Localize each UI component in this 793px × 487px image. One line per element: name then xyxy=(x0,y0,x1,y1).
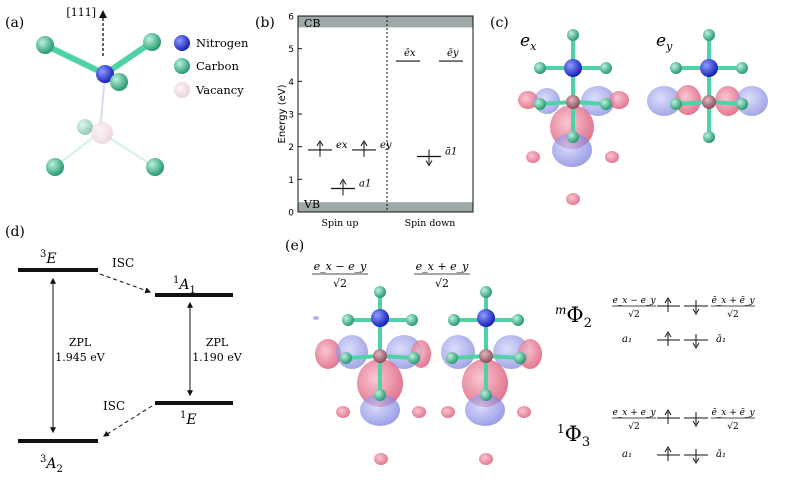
energy-level: ex xyxy=(308,140,348,157)
zpl-right-label: ZPL xyxy=(206,336,229,349)
y-tick-label: 3 xyxy=(288,111,294,121)
energy-level-label: ex xyxy=(336,140,348,151)
legend-nitrogen-swatch xyxy=(174,35,190,51)
panel-d-transitions: 3E 1A1 1E 3A2 ZPL 1.945 eV ZPL 1.190 eV … xyxy=(18,249,243,475)
orbital-label-ex: ex xyxy=(520,31,537,53)
zpl-right-value: 1.190 eV xyxy=(192,351,242,364)
panel-a-legend: Nitrogen Carbon Vacancy xyxy=(174,35,249,98)
legend-carbon-label: Carbon xyxy=(196,59,239,73)
direction-label: [111] xyxy=(66,6,96,19)
column-label-spin-up: Spin up xyxy=(322,218,359,229)
panel-a-molecule: [111] xyxy=(36,6,164,176)
isc-top-label: ISC xyxy=(112,256,134,270)
phi3-a1-right: ā₁ xyxy=(716,449,726,460)
config-phi3: 1Φ3 e_x + e_y √2 ē_x + ē_y √2 a₁ ā₁ xyxy=(557,408,755,464)
conduction-band xyxy=(298,16,473,28)
legend-nitrogen-label: Nitrogen xyxy=(196,36,249,50)
bond xyxy=(43,42,107,77)
energy-level: ēy xyxy=(439,48,463,62)
y-axis-label: Energy (eV) xyxy=(277,84,288,143)
y-tick-label: 6 xyxy=(288,13,294,23)
carbon-atom xyxy=(46,158,64,176)
chart-frame xyxy=(297,15,474,213)
carbon-atom xyxy=(77,119,93,135)
panel-label-e: (e) xyxy=(285,238,304,254)
energy-level-chart: CB VB 0 1 2 3 4 5 6 Energy (eV) Spin up Spin d… xyxy=(277,13,474,229)
mol-right-label: e_x + e_y √2 xyxy=(414,260,470,290)
cb-label: CB xyxy=(304,17,321,30)
phi3-top-right-num: ē_x + ē_y xyxy=(711,408,755,418)
direction-arrow-head xyxy=(99,10,107,18)
zpl-left-value: 1.945 eV xyxy=(55,351,105,364)
bond xyxy=(103,39,154,77)
panel-label-d: (d) xyxy=(5,224,25,240)
state-1A1-label: 1A1 xyxy=(173,275,196,296)
y-tick-label: 1 xyxy=(288,176,294,186)
y-axis: 0 1 2 3 4 5 6 xyxy=(288,13,302,219)
carbon-atom xyxy=(36,36,54,54)
panel-e: e_x − e_y √2 e_x + e_y √2 xyxy=(312,260,755,465)
config-phi2: mΦ2 e_x − e_y √2 ē_x + ē_y √2 a₁ ā₁ xyxy=(555,296,755,349)
isc-bottom-label: ISC xyxy=(103,399,125,413)
phi2-top-left-num: e_x − e_y xyxy=(612,296,656,306)
column-label-spin-down: Spin down xyxy=(405,218,456,229)
phi2-top-right-num: ē_x + ē_y xyxy=(711,296,755,306)
legend-vacancy-swatch xyxy=(174,82,190,98)
y-tick-label: 4 xyxy=(288,78,294,88)
energy-level-label: ēy xyxy=(447,48,459,59)
phi2-top-left-den: √2 xyxy=(628,309,639,320)
carbon-atom xyxy=(143,33,161,51)
legend-vacancy-label: Vacancy xyxy=(195,83,244,97)
orbital-label-ey: ey xyxy=(656,31,673,53)
panel-label-b: (b) xyxy=(255,15,275,31)
energy-level-label: ā1 xyxy=(445,146,457,157)
mol-left-label: e_x − e_y √2 xyxy=(312,260,368,290)
legend-carbon-swatch xyxy=(174,58,190,74)
mol-left-numerator: e_x − e_y xyxy=(314,260,367,273)
energy-level-label: ēx xyxy=(404,48,416,59)
mol-left-denominator: √2 xyxy=(333,277,347,290)
phi3-top-left-num: e_x + e_y xyxy=(612,408,656,418)
mol-right-numerator: e_x + e_y xyxy=(416,260,469,273)
orbital-ey xyxy=(647,29,768,143)
state-3A2-label: 3A2 xyxy=(40,454,63,475)
energy-level: ey xyxy=(352,140,392,157)
carbon-atom xyxy=(146,158,164,176)
carbon-atom xyxy=(110,73,128,91)
y-tick-label: 5 xyxy=(288,45,294,55)
orbital-ex xyxy=(518,29,629,205)
panel-label-a: (a) xyxy=(5,15,24,31)
zpl-left-label: ZPL xyxy=(69,336,92,349)
phi3-a1-left: a₁ xyxy=(622,449,632,460)
state-3E-label: 3E xyxy=(40,249,57,267)
mol-right-denominator: √2 xyxy=(435,277,449,290)
phi3-top-left-den: √2 xyxy=(628,421,639,432)
energy-level: ēx xyxy=(396,48,420,62)
valence-band xyxy=(298,202,473,212)
vacancy-site xyxy=(91,122,113,144)
phi2-a1-right: ā₁ xyxy=(716,334,726,345)
energy-level: a1 xyxy=(331,178,371,196)
levels: a1 ex ey ā1 ēx ēy xyxy=(308,48,463,196)
panel-c-orbitals: ex ey xyxy=(518,29,768,205)
state-1E-label: 1E xyxy=(180,410,197,428)
isc-arrow-top xyxy=(99,273,152,294)
energy-level-label: ey xyxy=(380,140,392,151)
vb-label: VB xyxy=(303,198,320,211)
phi3-symbol: 1Φ3 xyxy=(557,422,590,450)
phi2-a1-left: a₁ xyxy=(622,334,632,345)
y-tick-label: 0 xyxy=(288,209,294,219)
phi3-top-right-den: √2 xyxy=(727,421,738,432)
phi2-top-right-den: √2 xyxy=(727,309,738,320)
y-tick-label: 2 xyxy=(288,143,294,153)
orbital-ex-minus-ey xyxy=(313,286,431,465)
energy-level-label: a1 xyxy=(359,178,371,189)
orbital-ex-plus-ey xyxy=(441,286,542,465)
panel-label-c: (c) xyxy=(490,15,509,31)
phi2-symbol: mΦ2 xyxy=(555,303,592,331)
isc-arrow-bottom xyxy=(102,405,153,437)
nitrogen-atom xyxy=(96,65,114,83)
energy-level: ā1 xyxy=(417,146,457,167)
